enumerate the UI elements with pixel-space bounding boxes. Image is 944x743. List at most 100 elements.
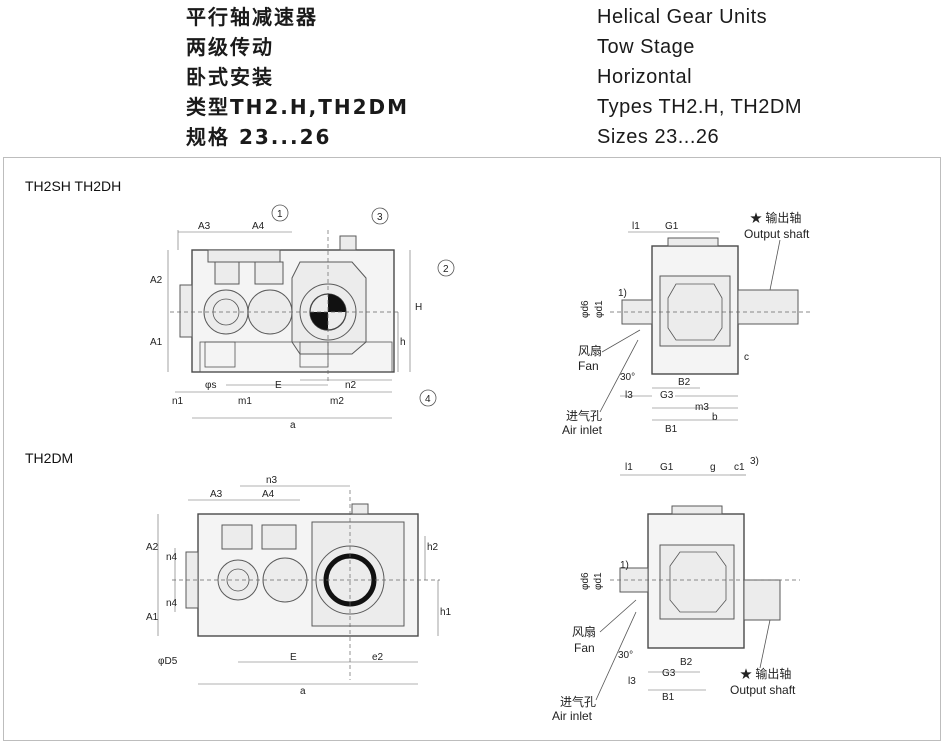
label-G3: G3 — [660, 390, 674, 401]
label-n1: n1 — [172, 396, 184, 407]
label-A4: A4 — [252, 221, 265, 232]
label-l1: l1 — [632, 221, 640, 232]
label-b-l1: l1 — [625, 462, 633, 473]
label-h2: h2 — [427, 542, 439, 553]
output-shaft-side — [737, 289, 799, 325]
label-c: c — [744, 352, 749, 363]
leader-air-top — [599, 339, 639, 413]
fan-cn-bottom: 风扇 — [572, 624, 596, 639]
input-shaft-stub — [179, 284, 193, 338]
callout-1-circle — [271, 204, 289, 222]
foot-mid — [299, 341, 329, 368]
fan-en-bottom: Fan — [574, 641, 595, 655]
label-c1: c1 — [734, 462, 745, 473]
label-phi-d1: φd1 — [594, 300, 605, 318]
leader-air-bottom — [595, 611, 637, 701]
air-inlet-cn: 进气孔 — [566, 408, 602, 423]
label-b-30deg: 30° — [618, 650, 633, 661]
leader-output-top — [769, 239, 781, 291]
label-b-phi-d6: φd6 — [580, 572, 591, 590]
output-shaft-cn: ★ 输出轴 — [750, 210, 801, 225]
label-b-G3: G3 — [662, 668, 676, 679]
leader-fan-bottom — [599, 599, 637, 633]
label-m3: m3 — [695, 402, 709, 413]
breather-plug-bottom — [351, 503, 369, 515]
rib-1 — [214, 261, 240, 285]
header-cn-line-3: 卧式安装 — [186, 65, 274, 89]
label-m2: m2 — [330, 396, 344, 407]
callout-4-circle — [419, 389, 437, 407]
note-b-1: 1) — [620, 560, 629, 571]
header-en-line-3: Horizontal — [597, 66, 693, 88]
label-g: g — [710, 462, 716, 473]
label-E: E — [275, 380, 282, 391]
label-A1: A1 — [150, 337, 163, 348]
callout-1: 1 — [277, 209, 283, 220]
section-title-th2sh: TH2SH TH2DH — [25, 178, 122, 194]
label-B2: B2 — [678, 377, 691, 388]
side-cover-top — [659, 275, 731, 347]
label-n3: n3 — [266, 475, 278, 486]
output-shaft-en: Output shaft — [744, 227, 810, 241]
label-phi-D5: φD5 — [158, 656, 178, 667]
header-en-line-5: Sizes 23...26 — [597, 126, 720, 148]
label-B1: B1 — [665, 424, 678, 435]
air-inlet-en: Air inlet — [562, 423, 603, 437]
callout-3-circle — [371, 207, 389, 225]
bottom-side-view: l1 G1 g c1 φd6 φd1 G3 B2 l3 B1 30° 1) 3)… — [552, 456, 800, 723]
label-b-l3: l3 — [628, 676, 636, 687]
fan-cn: 风扇 — [578, 343, 602, 358]
side-cover-bottom — [659, 544, 735, 620]
label-30deg: 30° — [620, 372, 635, 383]
label-l3: l3 — [625, 390, 633, 401]
label-phi-s: φs — [205, 380, 216, 391]
label-b-A1: A1 — [146, 612, 159, 623]
centre-mark-q1 — [328, 294, 346, 312]
leader-fan-top — [601, 329, 641, 353]
header-cn-line-5: 规格 23...26 — [186, 125, 332, 149]
label-h: h — [400, 337, 406, 348]
callout-2: 2 — [443, 264, 449, 275]
label-h1: h1 — [440, 607, 452, 618]
fan-en: Fan — [578, 359, 599, 373]
label-b-E: E — [290, 652, 297, 663]
note-b-3: 3) — [750, 456, 759, 467]
header-english: Helical Gear Units Tow Stage Horizontal … — [597, 2, 802, 152]
top-front-view: A3 A4 A2 A1 H h n1 m1 E n2 m2 a φs 1 3 2… — [150, 204, 455, 431]
air-inlet-en-bottom: Air inlet — [552, 709, 593, 723]
header-cn-line-4: 类型TH2.H,TH2DM — [186, 95, 410, 119]
rib-2 — [254, 261, 284, 285]
label-phi-d6: φd6 — [580, 300, 591, 318]
header-en-line-4: Types TH2.H, TH2DM — [597, 96, 802, 118]
label-b-B2: B2 — [680, 657, 693, 668]
header-cn-line-2: 两级传动 — [186, 35, 274, 59]
label-n4-top: n4 — [166, 552, 178, 563]
leader-output-bottom — [759, 619, 771, 669]
label-G1: G1 — [665, 221, 679, 232]
hollow-output-side — [743, 579, 781, 621]
label-b-A3: A3 — [210, 489, 223, 500]
output-shaft-en-bottom: Output shaft — [730, 683, 796, 697]
callout-2-circle — [437, 259, 455, 277]
label-m1: m1 — [238, 396, 252, 407]
label-A3: A3 — [198, 221, 211, 232]
label-b-A4: A4 — [262, 489, 275, 500]
side-cover-octagon-bottom — [669, 551, 727, 613]
label-A2: A2 — [150, 275, 163, 286]
label-a: a — [290, 420, 296, 431]
label-b: b — [712, 412, 718, 423]
header-chinese: 平行轴减速器 两级传动 卧式安装 类型TH2.H,TH2DM 规格 23...2… — [186, 2, 409, 152]
side-top-cap — [667, 237, 719, 247]
top-side-view: l1 G1 φd6 φd1 c B2 G3 l3 m3 b B1 30° 1) … — [562, 210, 810, 437]
label-n4-bottom: n4 — [166, 598, 178, 609]
breather-plug — [339, 235, 357, 251]
side-cover-octagon — [667, 283, 723, 341]
header-en-line-1: Helical Gear Units — [597, 6, 768, 28]
section-title-th2dm: TH2DM — [25, 450, 74, 466]
drawing-frame — [3, 157, 941, 741]
rib-b2 — [261, 524, 297, 550]
bottom-front-view: n3 A3 A4 A2 n4 n4 A1 h2 h1 φD5 E e2 a — [146, 475, 452, 697]
label-H: H — [415, 302, 422, 313]
housing-base — [199, 341, 393, 373]
